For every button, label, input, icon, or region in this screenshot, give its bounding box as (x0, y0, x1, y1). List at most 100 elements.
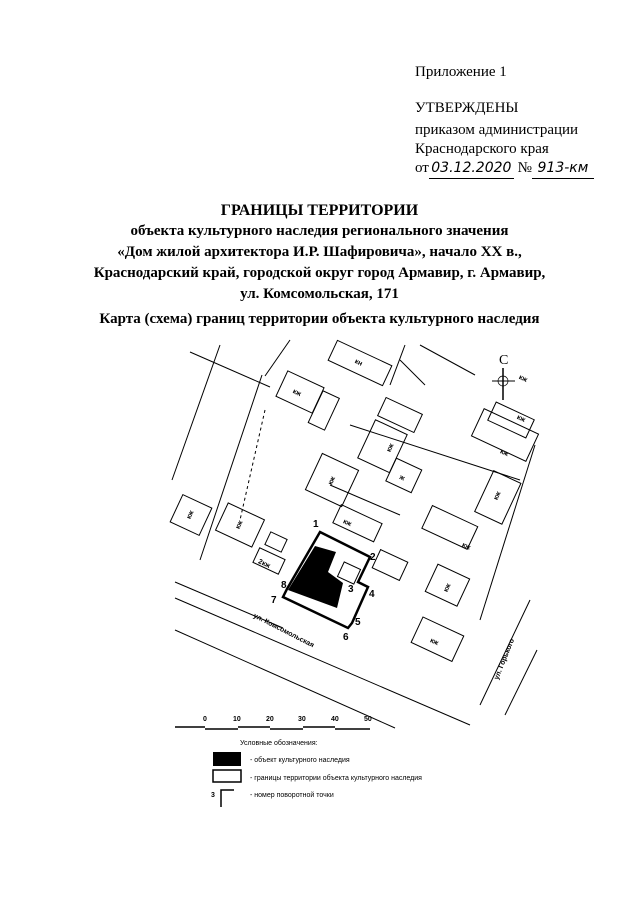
point-label-2: 2 (370, 552, 376, 563)
legend-label: - границы территории объекта культурного… (250, 774, 422, 782)
scale-tick: 0 (203, 716, 207, 723)
building-label: кж (291, 388, 303, 398)
building (487, 401, 535, 439)
block-line (264, 339, 291, 377)
street-edge (479, 599, 531, 706)
legend-label: - номер поворотной точки (250, 791, 334, 799)
title-line-3: Краснодарский край, городской округ горо… (93, 265, 546, 281)
block-line (171, 344, 221, 481)
legend-swatch-object (213, 752, 241, 766)
building-label: кж (516, 414, 528, 424)
building (214, 502, 266, 548)
legend-swatch-boundary (212, 769, 242, 783)
legend-title: Условные обозначения: (240, 739, 318, 747)
boundary-points: 1 2 3 4 5 6 7 8 (271, 519, 376, 643)
document-title: ГРАНИЦЫ ТЕРРИТОРИИ объекта культурного н… (0, 200, 639, 305)
legend-point-symbol: 3 (211, 789, 234, 807)
building (376, 396, 424, 434)
date-prefix: от (415, 160, 429, 176)
street-edge (504, 649, 538, 716)
building-label: кж (461, 542, 473, 552)
scale-tick: 40 (331, 716, 339, 723)
building (264, 531, 288, 553)
title-line-4: ул. Комсомольская, 171 (240, 286, 399, 302)
block-line (389, 344, 406, 386)
building-label: кж (429, 637, 441, 647)
title-heading: ГРАНИЦЫ ТЕРРИТОРИИ (220, 202, 419, 219)
block-line (189, 351, 271, 388)
point-label-6: 6 (343, 632, 349, 643)
building (304, 452, 360, 508)
building-label: кж (186, 509, 196, 521)
map-title: Карта (схема) границ территории объекта … (99, 311, 540, 327)
building-label: кж (443, 582, 453, 594)
heritage-object (288, 546, 343, 608)
number-handwritten: 913-км (531, 159, 594, 179)
point-label-4: 4 (369, 589, 375, 600)
order-line-2: Краснодарского края (415, 141, 549, 157)
number-prefix: № (517, 160, 532, 176)
scale-ticks: 0 10 20 30 40 50 (203, 716, 372, 723)
building-label: кж (386, 442, 396, 454)
north-arrow-icon: С (492, 353, 515, 400)
street-label-gorkogo: ул. Горького (493, 638, 516, 681)
street-label-komsomolskaya: ул. Комсомольская (252, 613, 315, 650)
building (357, 419, 408, 474)
building-label: ж (397, 473, 406, 482)
street-edge (174, 629, 396, 729)
legend-label: - объект культурного наследия (250, 756, 350, 764)
building-label: кж (518, 374, 530, 384)
territory-boundary (281, 530, 372, 630)
building (410, 616, 465, 663)
block-line (349, 424, 521, 481)
point-label-1: 1 (313, 519, 319, 530)
building (385, 457, 423, 494)
block-line (419, 344, 476, 376)
street-edge (174, 597, 471, 726)
north-label: С (499, 353, 508, 368)
date-handwritten: 03.12.2020 (428, 159, 514, 179)
point-label-7: 7 (271, 595, 277, 606)
block-line (239, 409, 266, 521)
scale-tick: 10 (233, 716, 241, 723)
approval-block: УТВЕРЖДЕНЫ приказом администрации Красно… (415, 99, 594, 179)
block-line (479, 444, 536, 621)
building-labels: кн кж кж ж кж кж кж кж кж кж кж кж кж 2к… (186, 358, 530, 647)
building (307, 390, 341, 431)
point-label-8: 8 (281, 580, 287, 591)
building-label: кж (235, 519, 245, 531)
building (470, 408, 540, 462)
scale-tick: 20 (266, 716, 274, 723)
building (474, 470, 522, 525)
building (371, 548, 409, 582)
building-label: 2кж (257, 558, 272, 570)
building (424, 563, 471, 607)
building (169, 493, 213, 537)
point-label-3: 3 (348, 584, 354, 595)
block-line (199, 374, 263, 561)
appendix-label: Приложение 1 (415, 64, 507, 80)
scale-bar (175, 726, 370, 730)
street-edge (174, 581, 284, 629)
block-line (329, 484, 401, 516)
legend-point-number: 3 (211, 792, 215, 799)
building-label: кж (327, 475, 337, 487)
title-line-2: «Дом жилой архитектора И.Р. Шафировича»,… (117, 244, 522, 260)
scale-tick: 50 (364, 716, 372, 723)
building-label: кж (342, 518, 354, 528)
scale-tick: 30 (298, 716, 306, 723)
point-label-5: 5 (355, 617, 361, 628)
building-label: кж (499, 448, 511, 458)
building-label: кн (353, 358, 363, 368)
building-label: кж (493, 490, 503, 502)
block-line (399, 359, 426, 386)
building (336, 561, 362, 585)
order-line-1: приказом администрации (415, 122, 579, 138)
building (252, 547, 286, 575)
approved-label: УТВЕРЖДЕНЫ (415, 100, 519, 116)
building (421, 504, 479, 551)
building (332, 503, 383, 543)
building (327, 339, 393, 387)
